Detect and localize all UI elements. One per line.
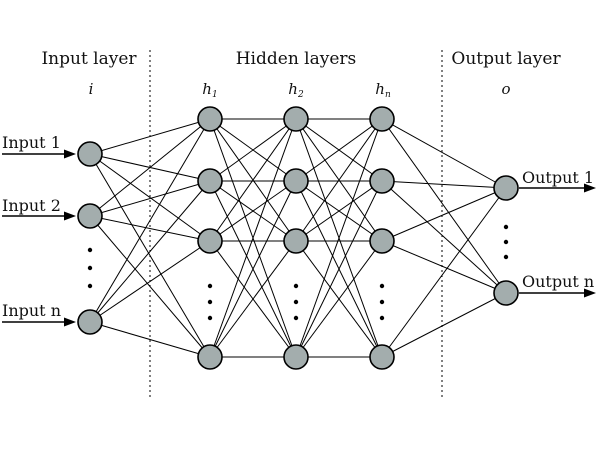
connection-input-1-hidden1-2 xyxy=(89,215,211,242)
input-2-arrowhead xyxy=(64,211,76,221)
ellipsis-dot-hidden1-3 xyxy=(207,315,213,321)
connection-hiddenN-0-output-0 xyxy=(381,118,507,189)
output-layer-symbol: o xyxy=(501,80,510,98)
connection-input-2-hidden1-2 xyxy=(89,240,211,323)
connection-hiddenN-3-output-1 xyxy=(381,292,507,358)
neuron-hidden1-4 xyxy=(197,344,223,370)
neuron-output-2 xyxy=(493,280,519,306)
connection-hidden1-1-hidden2-0 xyxy=(209,118,297,182)
connection-hidden2-1-hiddenN-0 xyxy=(295,118,383,182)
input-2-label: Input 2 xyxy=(2,196,61,215)
connection-hidden1-3-hidden2-2 xyxy=(209,240,297,358)
ellipsis-dot-hiddenN-1 xyxy=(379,283,385,289)
output-n-group: Output n xyxy=(519,272,596,298)
ellipsis-dot-input-1 xyxy=(87,247,93,253)
ellipsis-dot-output-2 xyxy=(503,239,509,245)
output-layer-title: Output layer xyxy=(451,49,561,69)
neuron-hidden2-4 xyxy=(283,344,309,370)
neuron-hidden2-3 xyxy=(283,228,309,254)
ellipsis-dot-hiddenN-3 xyxy=(379,315,385,321)
input-layer-symbol: i xyxy=(89,80,94,98)
output-1-group: Output 1 xyxy=(519,168,596,193)
connection-input-0-hidden1-3 xyxy=(89,153,211,358)
neuron-hiddenN-3 xyxy=(369,228,395,254)
input-1-label: Input 1 xyxy=(2,133,61,152)
input-n-group: Input n xyxy=(2,301,76,327)
connection-hidden2-3-hiddenN-1 xyxy=(295,180,383,358)
neuron-hidden1-2 xyxy=(197,168,223,194)
connection-hidden1-2-hidden2-0 xyxy=(209,118,297,242)
connections xyxy=(89,118,507,358)
neurons xyxy=(77,106,519,370)
neuron-input-3 xyxy=(77,309,103,335)
connection-input-2-hidden1-0 xyxy=(89,118,211,323)
ellipsis-dots xyxy=(87,224,509,321)
hidden-layer-1-symbol: h1 xyxy=(202,80,217,100)
connection-hidden2-2-hiddenN-1 xyxy=(295,180,383,242)
neuron-output-1 xyxy=(493,175,519,201)
connection-hidden1-2-hidden2-1 xyxy=(209,180,297,242)
neuron-hidden1-3 xyxy=(197,228,223,254)
connection-hiddenN-1-output-1 xyxy=(381,180,507,294)
hidden-layer-2-symbol: h2 xyxy=(288,80,304,100)
input-layer-title: Input layer xyxy=(41,49,137,69)
neuron-hiddenN-2 xyxy=(369,168,395,194)
output-1-label: Output 1 xyxy=(522,168,594,187)
connection-hidden1-3-hidden2-1 xyxy=(209,180,297,358)
connection-input-0-hidden1-2 xyxy=(89,153,211,242)
connection-hiddenN-2-output-0 xyxy=(381,187,507,242)
ellipsis-dot-hiddenN-2 xyxy=(379,299,385,305)
output-n-arrowhead xyxy=(584,288,596,298)
ellipsis-dot-input-3 xyxy=(87,283,93,289)
output-1-arrowhead xyxy=(584,183,596,193)
connection-input-1-hidden1-1 xyxy=(89,180,211,217)
ellipsis-dot-output-1 xyxy=(503,224,509,230)
input-1-arrowhead xyxy=(64,149,76,159)
connection-input-1-hidden1-0 xyxy=(89,118,211,217)
ellipsis-dot-input-2 xyxy=(87,265,93,271)
connection-input-2-hidden1-1 xyxy=(89,180,211,323)
connection-hidden1-3-hidden2-0 xyxy=(209,118,297,358)
input-1-group: Input 1 xyxy=(2,133,76,159)
ellipsis-dot-output-3 xyxy=(503,254,509,260)
connection-input-0-hidden1-0 xyxy=(89,118,211,155)
neuron-hiddenN-4 xyxy=(369,344,395,370)
ellipsis-dot-hidden2-2 xyxy=(293,299,299,305)
neuron-hidden2-1 xyxy=(283,106,309,132)
ellipsis-dot-hidden1-1 xyxy=(207,283,213,289)
input-n-label: Input n xyxy=(2,301,61,320)
input-n-arrowhead xyxy=(64,317,76,327)
connection-hidden2-2-hiddenN-0 xyxy=(295,118,383,242)
ellipsis-dot-hidden2-3 xyxy=(293,315,299,321)
ellipsis-dot-hidden2-1 xyxy=(293,283,299,289)
neuron-hidden2-2 xyxy=(283,168,309,194)
output-n-label: Output n xyxy=(522,272,594,291)
connection-input-2-hidden1-3 xyxy=(89,321,211,358)
neuron-input-2 xyxy=(77,203,103,229)
input-2-group: Input 2 xyxy=(2,196,76,221)
connection-hiddenN-3-output-0 xyxy=(381,187,507,358)
hidden-layers-title: Hidden layers xyxy=(236,49,357,69)
connection-hidden2-3-hiddenN-0 xyxy=(295,118,383,358)
neuron-hiddenN-1 xyxy=(369,106,395,132)
ellipsis-dot-hidden1-2 xyxy=(207,299,213,305)
connection-hidden2-3-hiddenN-2 xyxy=(295,240,383,358)
connection-hiddenN-0-output-1 xyxy=(381,118,507,294)
hidden-layer-n-symbol: hn xyxy=(375,80,391,100)
connection-hiddenN-1-output-0 xyxy=(381,180,507,189)
connection-hiddenN-2-output-1 xyxy=(381,240,507,294)
neuron-hidden1-1 xyxy=(197,106,223,132)
neuron-input-1 xyxy=(77,141,103,167)
connection-input-1-hidden1-3 xyxy=(89,215,211,358)
